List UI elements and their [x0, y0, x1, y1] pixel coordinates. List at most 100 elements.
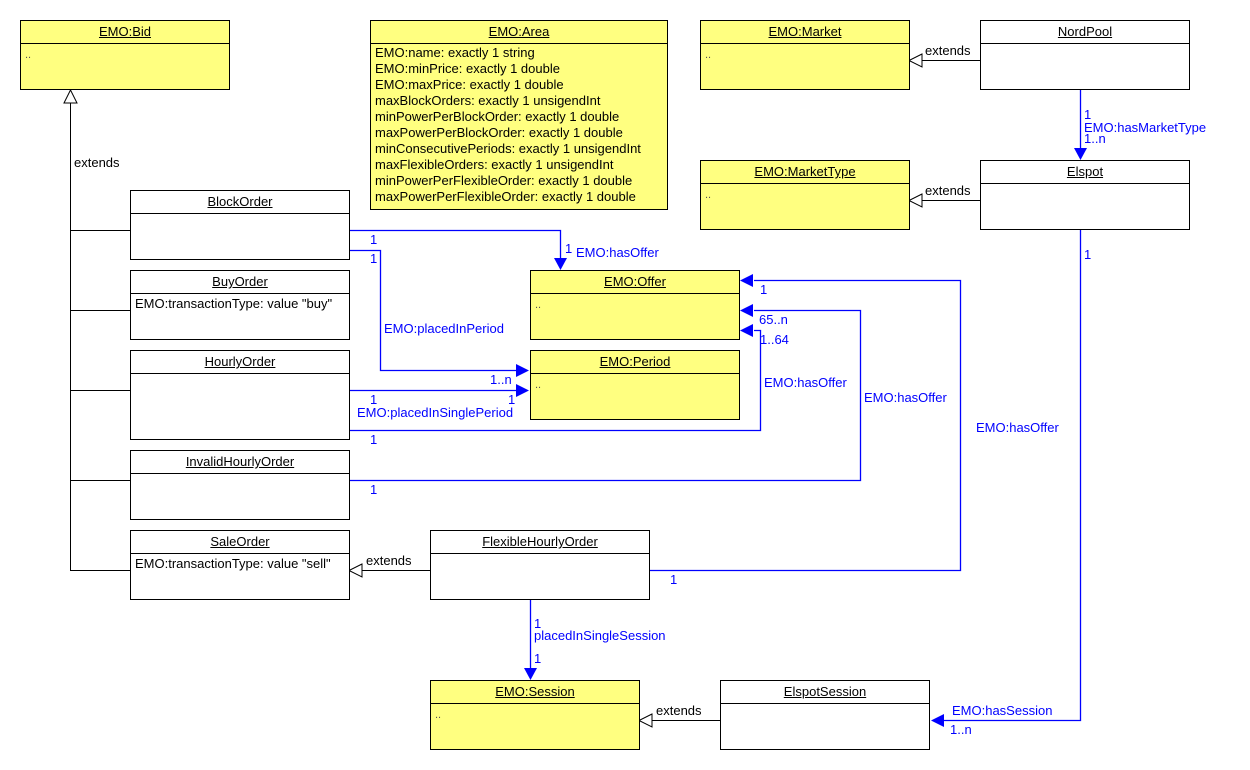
blockorder-hasoffer-source-mult: 1	[370, 232, 378, 247]
invalidhourlyorder-hasoffer-source-mult: 1	[370, 482, 378, 497]
class-buyorder[interactable]: BuyOrder EMO:transactionType: value "buy…	[130, 270, 350, 340]
offer-right-arrowhead-2	[740, 304, 753, 317]
class-attribute: maxPowerPerFlexibleOrder: exactly 1 doub…	[375, 189, 636, 204]
flexiblehourlyorder-hasoffer-line	[649, 279, 962, 572]
blockorder-placedinperiod-line	[349, 249, 516, 372]
saleorder-inheritance-arrowhead	[347, 563, 363, 578]
markettype-inheritance-arrowhead	[907, 193, 923, 208]
blockorder-hasoffer-line	[349, 229, 562, 258]
class-attribute: EMO:transactionType: value "sell"	[135, 556, 331, 571]
class-elspot[interactable]: Elspot	[980, 160, 1190, 230]
class-elspotsession[interactable]: ElspotSession	[720, 680, 930, 750]
placedinsinglesession-target-mult: 1	[534, 651, 542, 666]
class-attribute: EMO:maxPrice: exactly 1 double	[375, 77, 564, 92]
class-attribute: ..	[25, 49, 32, 61]
hassession-label: EMO:hasSession	[952, 703, 1053, 718]
flexiblehourlyorder-hasoffer-source-mult: 1	[670, 572, 678, 587]
class-attribute: ..	[535, 299, 542, 311]
class-name: Elspot	[981, 161, 1189, 184]
hourlyorder-hasoffer-line	[349, 329, 762, 432]
class-attribute: minPowerPerFlexibleOrder: exactly 1 doub…	[375, 173, 633, 188]
market-inheritance-arrowhead	[907, 53, 923, 68]
class-name: EMO:MarketType	[701, 161, 909, 184]
hassession-target-mult: 1..n	[950, 722, 972, 737]
class-attribute: ..	[705, 189, 712, 201]
bid-inheritance-arrowhead	[63, 88, 78, 104]
class-emo-markettype[interactable]: EMO:MarketType ..	[700, 160, 910, 230]
hasmarkettype-label: EMO:hasMarketType	[1084, 120, 1207, 135]
inheritance-lines	[63, 53, 980, 728]
hassession-source-mult: 1	[1084, 247, 1092, 262]
placedinperiod-label: EMO:placedInPeriod	[384, 321, 504, 336]
class-name: FlexibleHourlyOrder	[431, 531, 649, 554]
placedinsinglesession-label: placedInSingleSession	[534, 628, 666, 643]
class-attribute: maxBlockOrders: exactly 1 unsigendInt	[375, 93, 601, 108]
class-nordpool[interactable]: NordPool	[980, 20, 1190, 90]
class-attribute: minPowerPerBlockOrder: exactly 1 double	[375, 109, 620, 124]
class-name: SaleOrder	[131, 531, 349, 554]
invalidhourlyorder-hasoffer-target-mult: 65..n	[759, 312, 788, 327]
elspot-extends-label: extends	[925, 183, 971, 198]
association-arrowheads	[516, 148, 1087, 727]
flexiblehourlyorder-hasoffer-target-mult: 1	[760, 282, 768, 297]
offer-top-arrowhead	[554, 258, 567, 270]
period-arrowhead-1	[516, 364, 529, 377]
class-emo-period[interactable]: EMO:Period ..	[530, 350, 740, 420]
invalidhourlyorder-hasoffer-line	[349, 309, 862, 482]
class-emo-market[interactable]: EMO:Market ..	[700, 20, 910, 90]
blockorder-hasoffer-target-mult: 1	[565, 241, 573, 256]
hourlyorder-hasoffer-label: EMO:hasOffer	[764, 375, 847, 390]
class-blockorder[interactable]: BlockOrder	[130, 190, 350, 260]
bid-extends-label: extends	[74, 155, 120, 170]
class-flexiblehourlyorder[interactable]: FlexibleHourlyOrder	[430, 530, 650, 600]
placedinsinglesession-source-mult: 1	[534, 616, 542, 631]
class-name: EMO:Area	[371, 21, 667, 44]
hasmarkettype-source-mult: 1	[1084, 107, 1092, 122]
class-attribute: EMO:name: exactly 1 string	[375, 45, 535, 60]
period-arrowhead-2	[516, 384, 529, 397]
invalidhourlyorder-hasoffer-label: EMO:hasOffer	[864, 390, 947, 405]
placedinperiod-source-mult: 1	[370, 251, 378, 266]
elspot-arrowhead	[1074, 148, 1087, 160]
offer-right-arrowhead-3	[740, 324, 753, 337]
elspot-hasoffer-label: EMO:hasOffer	[976, 420, 1059, 435]
class-name: NordPool	[981, 21, 1189, 44]
placedinsingleperiod-source-mult: 1	[370, 392, 378, 407]
class-name: EMO:Market	[701, 21, 909, 44]
class-attribute: EMO:minPrice: exactly 1 double	[375, 61, 560, 76]
association-lines	[349, 90, 1082, 722]
hasmarkettype-target-mult: 1..n	[1084, 131, 1106, 146]
class-name: EMO:Offer	[531, 271, 739, 294]
class-invalidhourlyorder[interactable]: InvalidHourlyOrder	[130, 450, 350, 520]
elspotsession-extends-label: extends	[656, 703, 702, 718]
class-name: EMO:Bid	[21, 21, 229, 44]
session-inheritance-arrowhead	[637, 713, 653, 728]
hassession-line	[944, 230, 1082, 722]
class-name: BlockOrder	[131, 191, 349, 214]
hourlyorder-hasoffer-target-mult: 1..64	[760, 332, 789, 347]
placedinperiod-target-mult: 1..n	[490, 372, 512, 387]
hourlyorder-hasoffer-source-mult: 1	[370, 432, 378, 447]
class-name: ElspotSession	[721, 681, 929, 704]
nordpool-extends-label: extends	[925, 43, 971, 58]
placedinsingleperiod-target-mult: 1	[508, 392, 516, 407]
class-attribute: ..	[435, 709, 442, 721]
class-name: EMO:Session	[431, 681, 639, 704]
placedinsingleperiod-label: EMO:placedInSinglePeriod	[357, 405, 514, 420]
class-emo-offer[interactable]: EMO:Offer ..	[530, 270, 740, 340]
class-emo-session[interactable]: EMO:Session ..	[430, 680, 640, 750]
class-name: BuyOrder	[131, 271, 349, 294]
offer-right-arrowhead-1	[740, 274, 753, 287]
class-saleorder[interactable]: SaleOrder EMO:transactionType: value "se…	[130, 530, 350, 600]
class-emo-bid[interactable]: EMO:Bid ..	[20, 20, 230, 90]
class-attribute: ..	[705, 49, 712, 61]
blockorder-hasoffer-label: EMO:hasOffer	[576, 245, 659, 260]
class-attribute: ..	[535, 379, 542, 391]
class-name: EMO:Period	[531, 351, 739, 374]
class-emo-area[interactable]: EMO:Area EMO:name: exactly 1 string EMO:…	[370, 20, 668, 210]
class-hourlyorder[interactable]: HourlyOrder	[130, 350, 350, 440]
class-attribute: minConsecutivePeriods: exactly 1 unsigen…	[375, 141, 641, 156]
session-arrowhead	[524, 668, 537, 680]
class-name: InvalidHourlyOrder	[131, 451, 349, 474]
